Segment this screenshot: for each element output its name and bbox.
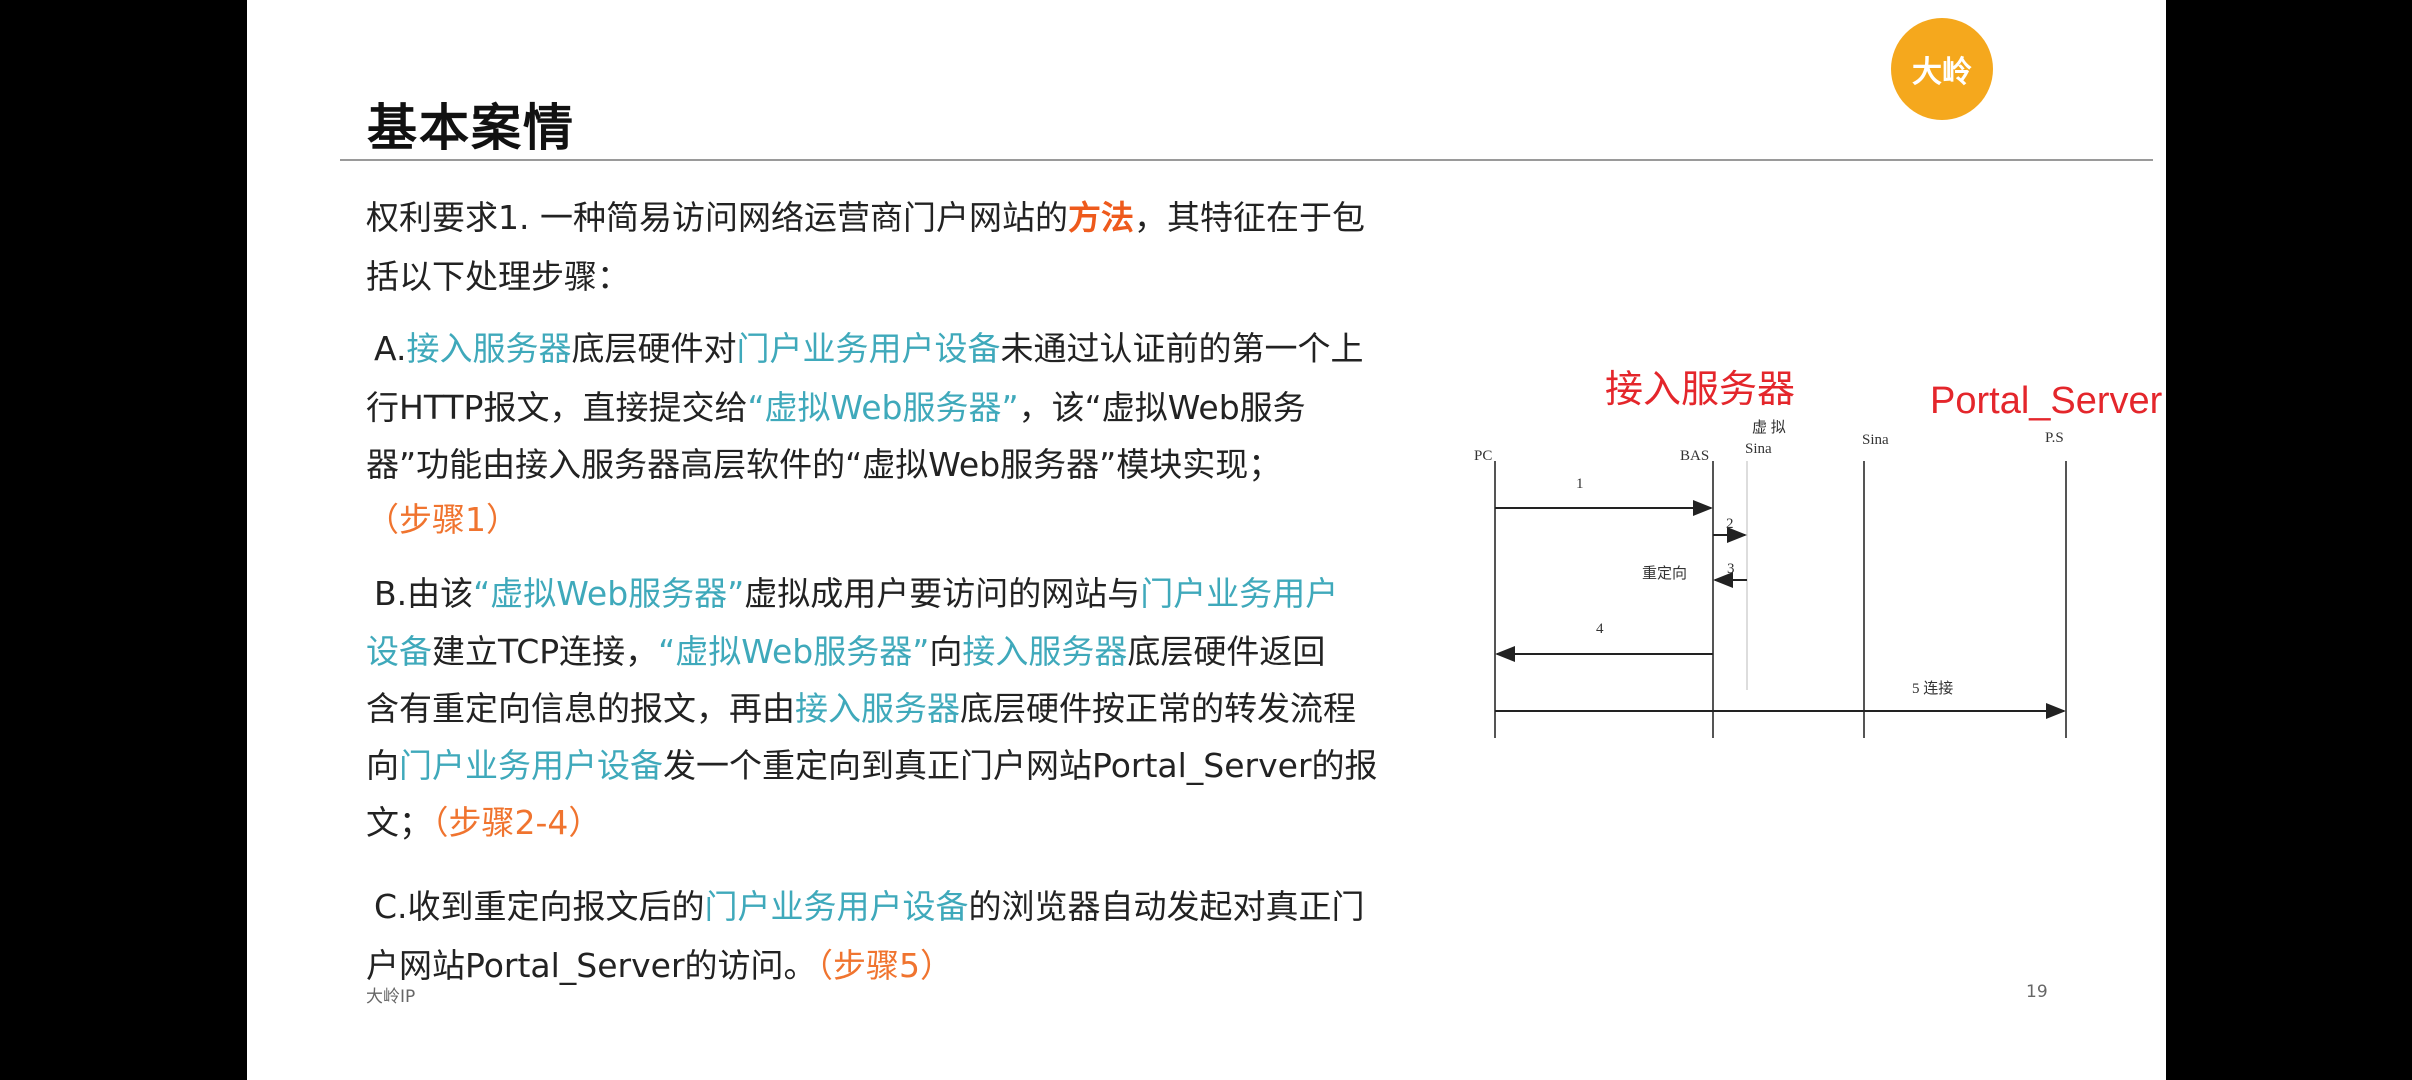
text-segment: 向 bbox=[929, 632, 963, 671]
text-line: 含有重定向信息的报文，再由接入服务器底层硬件按正常的转发流程 bbox=[366, 689, 1356, 729]
highlighted-term: （步骤5） bbox=[816, 946, 954, 985]
highlighted-term: （步骤1） bbox=[366, 500, 519, 539]
text-segment: C.收到重定向报文后的 bbox=[374, 887, 705, 926]
text-segment: 括以下处理步骤： bbox=[366, 257, 630, 296]
highlighted-term: “虚拟Web服务器” bbox=[658, 632, 930, 671]
text-line: 向门户业务用户设备发一个重定向到真正门户网站Portal_Server的报 bbox=[366, 746, 1378, 786]
text-segment: 底层硬件对 bbox=[571, 329, 737, 368]
sina-label: Sina bbox=[1862, 432, 1889, 448]
highlighted-term: （步骤2-4） bbox=[432, 803, 602, 842]
virtual-label: 虚 拟 bbox=[1752, 420, 1786, 436]
slide: 基本案情 大岭 权利要求1. 一种简易访问网络运营商门户网站的方法，其特征在于包… bbox=[247, 0, 2166, 1080]
text-segment: 底层硬件返回 bbox=[1127, 632, 1326, 671]
text-line: 户网站Portal_Server的访问。（步骤5） bbox=[366, 946, 953, 986]
highlighted-term: “虚拟Web服务器” bbox=[747, 388, 1019, 427]
text-line: （步骤1） bbox=[366, 500, 519, 540]
text-line: 文；（步骤2-4） bbox=[366, 803, 601, 843]
message-3-label: 3 bbox=[1727, 561, 1735, 577]
highlighted-term: 方法 bbox=[1067, 198, 1134, 237]
redirect-note: 重定向 bbox=[1642, 566, 1688, 582]
highlighted-term: “虚拟Web服务器” bbox=[473, 574, 745, 613]
highlighted-term: 接入服务器 bbox=[795, 689, 960, 728]
message-4-label: 4 bbox=[1596, 621, 1604, 637]
highlighted-term: 设备 bbox=[366, 632, 432, 671]
text-segment: ，该“虚拟Web服务 bbox=[1018, 388, 1306, 427]
message-5-label: 5 连接 bbox=[1912, 681, 1954, 697]
text-segment: A. bbox=[374, 329, 407, 368]
title-divider bbox=[340, 159, 2153, 161]
text-line: 设备建立TCP连接，“虚拟Web服务器”向接入服务器底层硬件返回 bbox=[366, 632, 1325, 672]
text-segment: 含有重定向信息的报文，再由 bbox=[366, 689, 795, 728]
text-line: A.接入服务器底层硬件对门户业务用户设备未通过认证前的第一个上 bbox=[374, 329, 1363, 369]
text-line: 行HTTP报文，直接提交给“虚拟Web服务器”，该“虚拟Web服务 bbox=[366, 388, 1306, 428]
text-line: C.收到重定向报文后的门户业务用户设备的浏览器自动发起对真正门 bbox=[374, 887, 1365, 927]
text-segment: B.由该 bbox=[374, 574, 474, 613]
text-segment: ，其特征在于包 bbox=[1133, 198, 1365, 237]
text-segment: 户网站Portal_Server的访问。 bbox=[366, 946, 817, 985]
text-segment: 文； bbox=[366, 803, 432, 842]
highlighted-term: 接入服务器 bbox=[962, 632, 1128, 671]
text-segment: 发一个重定向到真正门户网站Portal_Server的报 bbox=[663, 746, 1378, 785]
highlighted-term: 门户业务用户设备 bbox=[704, 887, 969, 926]
text-segment: 虚拟成用户要访问的网站与 bbox=[744, 574, 1141, 613]
bas-label: BAS bbox=[1680, 448, 1710, 464]
page-number: 19 bbox=[2026, 982, 2048, 1002]
logo-badge: 大岭 bbox=[1891, 18, 1993, 120]
text-segment: 向 bbox=[366, 746, 399, 785]
footer-brand: 大岭IP bbox=[366, 987, 416, 1007]
access-server-label: 接入服务器 bbox=[1605, 367, 1796, 411]
text-segment: 底层硬件按正常的转发流程 bbox=[960, 689, 1356, 728]
text-segment: 建立TCP连接， bbox=[432, 632, 659, 671]
text-line: 括以下处理步骤： bbox=[366, 257, 630, 297]
text-segment: 未通过认证前的第一个上 bbox=[1000, 329, 1364, 368]
text-line: B.由该“虚拟Web服务器”虚拟成用户要访问的网站与门户业务用户 bbox=[374, 574, 1338, 614]
text-line: 器”功能由接入服务器高层软件的“虚拟Web服务器”模块实现； bbox=[366, 445, 1281, 485]
highlighted-term: 门户业务用户设备 bbox=[736, 329, 1001, 368]
text-segment: 器”功能由接入服务器高层软件的“虚拟Web服务器”模块实现； bbox=[366, 445, 1282, 484]
text-line: 权利要求1. 一种简易访问网络运营商门户网站的方法，其特征在于包 bbox=[366, 198, 1365, 238]
ps-label: P.S bbox=[2045, 430, 2064, 446]
text-segment: 的浏览器自动发起对真正门 bbox=[968, 887, 1365, 926]
message-1-label: 1 bbox=[1576, 476, 1584, 492]
highlighted-term: 接入服务器 bbox=[406, 329, 572, 368]
highlighted-term: 门户业务用户设备 bbox=[399, 746, 663, 785]
highlighted-term: 门户业务用户 bbox=[1140, 574, 1339, 613]
portal-server-label: Portal_Server bbox=[1930, 380, 2163, 422]
virtual-sina-label: Sina bbox=[1745, 441, 1772, 457]
slide-title: 基本案情 bbox=[367, 99, 575, 157]
text-segment: 行HTTP报文，直接提交给 bbox=[366, 388, 748, 427]
pc-label: PC bbox=[1474, 448, 1493, 464]
message-2-label: 2 bbox=[1726, 516, 1734, 532]
text-segment: 权利要求1. 一种简易访问网络运营商门户网站的 bbox=[366, 198, 1068, 237]
